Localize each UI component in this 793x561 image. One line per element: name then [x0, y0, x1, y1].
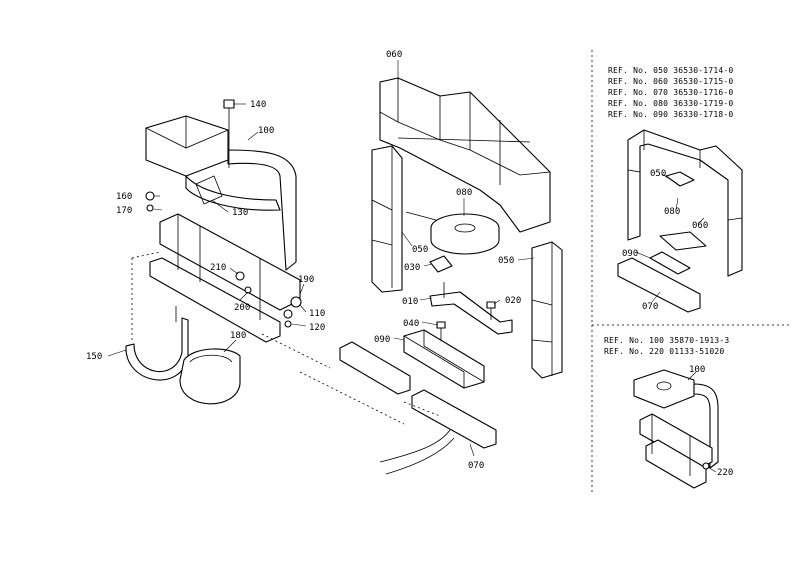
guide-lines [131, 137, 531, 475]
side-weight-050-left [371, 145, 403, 293]
callout-040: 040 [403, 319, 419, 329]
bolt-020 [486, 301, 496, 320]
side-weight-050-right [531, 241, 563, 379]
front-weight-060 [379, 77, 551, 233]
callout-060: 060 [386, 50, 402, 60]
inset-bracket-drawing [633, 369, 719, 489]
callout-070: 070 [468, 461, 484, 471]
callout-090: 090 [374, 335, 390, 345]
inset-callout-220: 220 [717, 468, 733, 478]
inset-callout-080: 080 [664, 207, 680, 217]
inset-callout-050: 050 [650, 169, 666, 179]
callout-170: 170 [116, 206, 132, 216]
callout-050-left: 050 [412, 245, 428, 255]
callout-100: 100 [258, 126, 274, 136]
inset-callout-060: 060 [692, 221, 708, 231]
ref-line-070: REF. No. 070 36530-1716-0 [608, 88, 733, 97]
plate-030 [429, 255, 453, 273]
callout-190: 190 [298, 275, 314, 285]
leader-lines [107, 60, 535, 457]
callout-110: 110 [309, 309, 325, 319]
inset-weights-drawing [617, 129, 743, 313]
inset-weights-panel: REF. No. 050 36530-1714-0 REF. No. 060 3… [608, 66, 743, 313]
ref-line-080: REF. No. 080 36330-1719-0 [608, 99, 733, 108]
inset-bracket-panel: REF. No. 100 35870-1913-3 REF. No. 220 0… [604, 336, 733, 489]
callout-210: 210 [210, 263, 226, 273]
bolt-040 [436, 321, 446, 340]
inset-dividers [591, 50, 792, 492]
inset-callout-100: 100 [689, 365, 705, 375]
band-180 [179, 348, 241, 405]
ref-line-050: REF. No. 050 36530-1714-0 [608, 66, 733, 75]
inset-bracket-refs: REF. No. 100 35870-1913-3 REF. No. 220 0… [604, 336, 729, 356]
inset-weights-refs: REF. No. 050 36530-1714-0 REF. No. 060 3… [608, 66, 733, 119]
weight-090 [403, 329, 485, 389]
ref-line-060: REF. No. 060 36530-1715-0 [608, 77, 733, 86]
ref-line-220: REF. No. 220 01133-51020 [604, 347, 724, 356]
callout-140: 140 [250, 100, 266, 110]
weight-080 [430, 213, 500, 255]
callout-200: 200 [234, 303, 250, 313]
callout-080: 080 [456, 188, 472, 198]
band-150 [125, 306, 189, 381]
callout-010: 010 [402, 297, 418, 307]
callout-030: 030 [404, 263, 420, 273]
callout-120: 120 [309, 323, 325, 333]
inset-callout-090: 090 [622, 249, 638, 259]
ref-line-100: REF. No. 100 35870-1913-3 [604, 336, 729, 345]
callout-150: 150 [86, 352, 102, 362]
inset-callout-070: 070 [642, 302, 658, 312]
inset-weights-callouts: 050 080 060 090 070 [622, 169, 708, 312]
callout-160: 160 [116, 192, 132, 202]
callout-050-right: 050 [498, 256, 514, 266]
bolt-140 [223, 99, 235, 168]
bracket-100 [145, 115, 297, 271]
callout-020: 020 [505, 296, 521, 306]
inset-bracket-callouts: 100 220 [689, 365, 733, 478]
main-callouts: 060 080 050 030 050 010 020 040 090 070 … [86, 50, 521, 471]
weight-bar-070 [339, 341, 497, 449]
bracket-010 [429, 282, 513, 335]
ref-line-090: REF. No. 090 36330-1718-0 [608, 110, 733, 119]
callout-130: 130 [232, 208, 248, 218]
callout-180: 180 [230, 331, 246, 341]
